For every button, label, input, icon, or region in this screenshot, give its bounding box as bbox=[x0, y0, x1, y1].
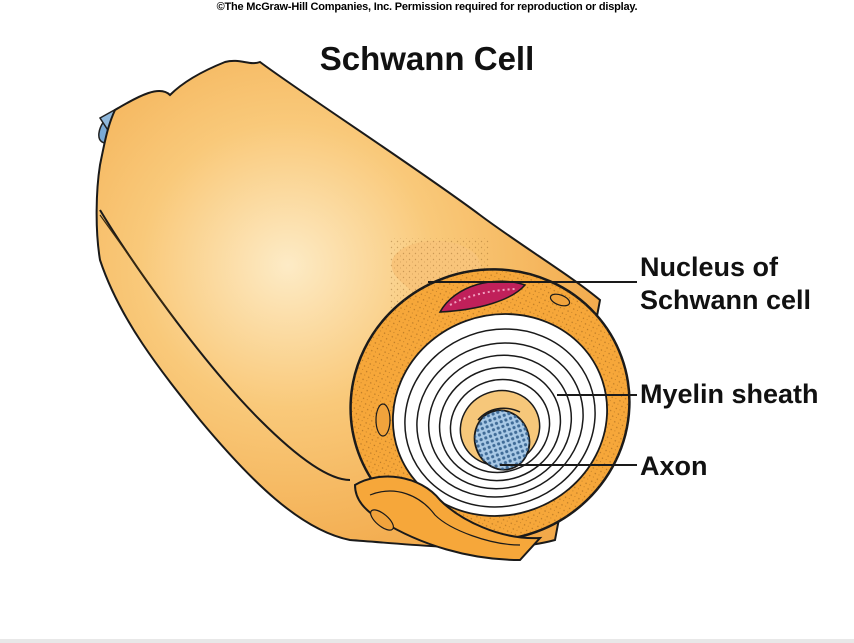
copyright-notice: ©The McGraw-Hill Companies, Inc. Permiss… bbox=[216, 1, 638, 13]
organelle bbox=[375, 403, 391, 437]
organelle bbox=[370, 509, 394, 531]
cross-section bbox=[349, 268, 631, 562]
organelle bbox=[549, 293, 571, 307]
nucleus-label-line2: Schwann cell bbox=[640, 285, 812, 315]
axon-label: Axon bbox=[640, 451, 708, 481]
axon bbox=[473, 407, 531, 471]
nucleus-label-line1: Nucleus of bbox=[640, 252, 779, 282]
myelin-sheath-label: Myelin sheath bbox=[640, 379, 819, 409]
diagram-title: Schwann Cell bbox=[319, 40, 535, 77]
nucleus-label: Nucleus of Schwann cell bbox=[640, 251, 811, 317]
bottom-divider bbox=[0, 639, 854, 643]
